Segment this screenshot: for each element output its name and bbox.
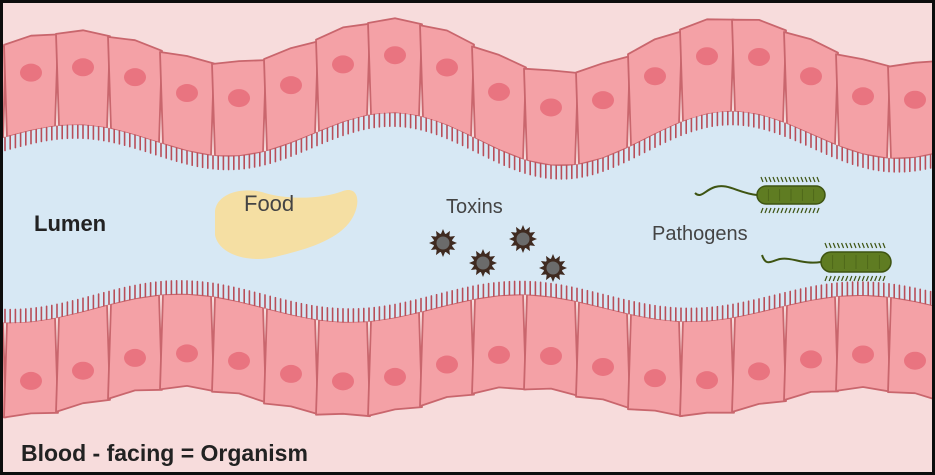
top-cell-nucleus [488,83,510,101]
bottom-cell [108,295,162,399]
bottom-cell [628,314,682,416]
top-cell-nucleus [280,76,302,94]
top-cell [524,69,578,166]
top-cell-nucleus [800,67,822,85]
top-cell-nucleus [124,68,146,86]
bottom-cell-nucleus [592,358,614,376]
top-cell [56,30,110,128]
top-cell [836,54,890,158]
bottom-cell-nucleus [904,352,926,370]
bottom-cell [680,318,734,417]
top-cell-nucleus [176,84,198,102]
top-cell [212,60,266,156]
bottom-cell [472,294,526,393]
food-label: Food [244,191,294,217]
top-cell [576,56,630,164]
top-cell-nucleus [20,64,42,82]
bottom-cell [212,297,266,403]
top-cell [888,61,935,159]
bottom-cell-nucleus [852,346,874,364]
bottom-cell-nucleus [124,349,146,367]
bottom-cell-nucleus [280,365,302,383]
pathogens-label: Pathogens [652,223,748,246]
top-cell-nucleus [72,58,94,76]
top-cell-nucleus [748,48,770,66]
bottom-cell-nucleus [228,352,250,370]
bottom-cell-nucleus [748,362,770,380]
bottom-cell [524,295,578,396]
top-cell-nucleus [852,87,874,105]
lumen-label: Lumen [34,211,106,237]
top-cell-nucleus [540,98,562,116]
bottom-cell [368,312,422,416]
top-cell-nucleus [904,91,926,109]
top-cell [264,41,318,151]
bottom-cell-nucleus [644,369,666,387]
bottom-epithelium [3,294,935,418]
toxins-label: Toxins [446,196,503,219]
top-cell-nucleus [384,46,406,64]
top-cell-nucleus [228,89,250,107]
bottom-cell-nucleus [540,347,562,365]
top-cell [4,34,58,136]
blood-facing-label: Blood - facing = Organism [21,440,308,467]
bottom-cell [888,297,935,402]
bottom-cell [732,306,786,412]
bottom-cell [264,309,318,415]
bottom-cell-nucleus [20,372,42,390]
top-cell [732,20,786,123]
top-cell-nucleus [436,58,458,76]
bottom-cell-nucleus [176,344,198,362]
top-cell [160,52,214,156]
bottom-cell [836,295,890,392]
top-cell [680,19,734,121]
bottom-cell-nucleus [488,346,510,364]
top-cell [316,24,370,132]
bottom-cell-nucleus [436,356,458,374]
bottom-cell-nucleus [72,362,94,380]
top-cell-nucleus [644,67,666,85]
bottom-cell-nucleus [696,371,718,389]
bottom-cell [420,300,474,407]
bottom-cell [576,302,630,409]
bottom-cell [316,320,370,417]
top-cell [108,37,162,143]
bottom-cell-nucleus [332,372,354,390]
top-cell-nucleus [332,55,354,73]
top-cell [368,18,422,116]
bottom-cell-nucleus [800,350,822,368]
bottom-cell [784,296,838,400]
intestine-diagram [3,3,935,475]
top-cell-nucleus [696,47,718,65]
bottom-cell [4,318,58,418]
bottom-cell [56,305,110,412]
bottom-cell [160,294,214,391]
top-cell-nucleus [592,91,614,109]
bottom-cell-nucleus [384,368,406,386]
